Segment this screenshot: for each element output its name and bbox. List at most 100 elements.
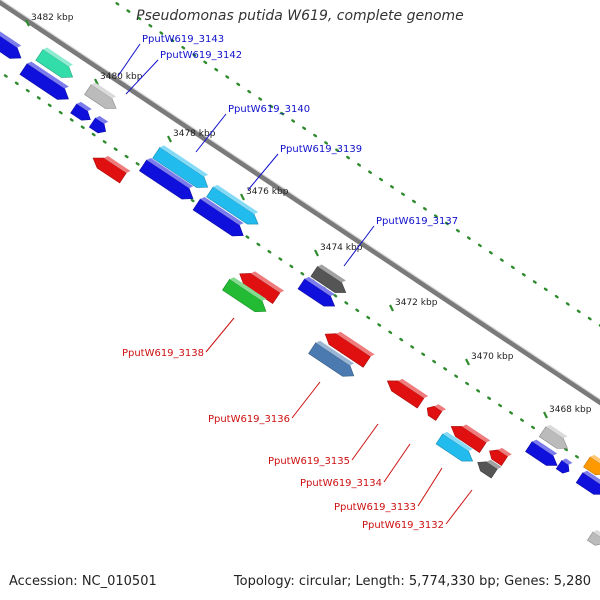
scale-tick — [291, 119, 296, 123]
scale-tick — [443, 367, 448, 371]
gene-label-group: PputW619_3138 — [122, 317, 235, 359]
scale-tick — [554, 294, 559, 299]
gene-arrow — [525, 439, 558, 466]
scale-tick — [102, 140, 107, 144]
scale-tick — [258, 97, 263, 101]
gene-arrow — [84, 82, 117, 109]
major-tick — [314, 249, 319, 257]
gene-label-group: PputW619_3139 — [247, 144, 362, 191]
gene-arrow — [139, 157, 194, 200]
gene-arrow — [575, 470, 600, 495]
scale-tick — [245, 235, 250, 239]
scale-tick — [148, 23, 153, 28]
scale-tick — [366, 315, 371, 320]
scale-tick — [400, 192, 405, 196]
scale-tick — [115, 2, 120, 6]
leader-line — [117, 43, 141, 77]
gene-label-group: PputW619_3137 — [343, 216, 458, 267]
scale-tick — [432, 359, 437, 364]
kbp-label: 3476 kbp — [246, 187, 289, 197]
scale-tick — [58, 110, 63, 115]
gene-label: PputW619_3140 — [228, 104, 310, 115]
gene-label: PputW619_3135 — [268, 456, 350, 467]
gene-label-group: PputW619_3142 — [125, 50, 242, 95]
gene-arrow — [489, 447, 512, 466]
scale-tick — [203, 60, 208, 65]
gene-arrow — [35, 47, 74, 78]
scale-tick — [477, 243, 482, 248]
scale-tick — [543, 287, 548, 292]
gene-arrow — [92, 156, 131, 184]
gene-label: PputW619_3132 — [362, 520, 444, 531]
scale-tick — [388, 330, 393, 335]
kbp-label: 3478 kbp — [173, 129, 216, 139]
scale-tick — [269, 104, 274, 109]
gene-arrow — [310, 264, 347, 293]
scale-tick — [190, 198, 195, 203]
scale-tick — [357, 163, 362, 167]
gene-arrow — [192, 197, 244, 237]
leader-line — [195, 113, 227, 153]
scale-tick — [587, 316, 592, 321]
major-tick — [389, 304, 394, 312]
genome-summary-label: Topology: circular; Length: 5,774,330 bp… — [233, 574, 591, 589]
upper-tick-row — [115, 2, 600, 327]
scale-tick — [300, 271, 305, 276]
scale-tick — [335, 148, 340, 152]
major-tick — [167, 135, 172, 143]
kbp-label: 3474 kbp — [320, 243, 363, 253]
scale-tick — [531, 425, 536, 430]
scale-tick — [289, 264, 294, 269]
gene-arrow — [70, 101, 92, 121]
gene-arrow — [308, 340, 355, 377]
scale-tick — [124, 154, 129, 159]
major-tick — [25, 19, 30, 27]
scale-tick — [192, 53, 197, 57]
scale-tick — [302, 126, 307, 130]
gene-label: PputW619_3133 — [334, 502, 416, 513]
kbp-label: 3482 kbp — [31, 13, 74, 23]
scale-tick — [466, 236, 471, 240]
scale-tick — [36, 96, 41, 100]
scale-tick — [465, 381, 470, 386]
scale-tick — [521, 272, 526, 277]
kbp-label: 3470 kbp — [471, 352, 514, 362]
scale-tick — [256, 242, 261, 247]
scale-tick — [324, 141, 329, 145]
scale-tick — [509, 411, 514, 415]
gene-arrow — [324, 331, 375, 368]
leader-line — [351, 423, 379, 461]
scale-tick — [3, 74, 8, 78]
scale-tick — [576, 309, 581, 314]
scale-tick — [267, 249, 272, 254]
scale-tick — [532, 280, 537, 284]
scale-tick — [422, 207, 427, 211]
scale-tick — [421, 352, 426, 356]
gene-arrow — [0, 30, 22, 59]
scale-tick — [137, 16, 142, 21]
scale-tick — [170, 38, 175, 43]
leader-line — [125, 59, 159, 95]
gene-arrow — [19, 61, 69, 100]
gene-arrow — [435, 431, 474, 462]
scale-tick — [410, 345, 415, 349]
leader-line — [417, 467, 443, 507]
gene-label: PputW619_3137 — [376, 216, 458, 227]
scale-tick — [47, 103, 52, 108]
scale-tick — [389, 185, 394, 189]
scale-tick — [313, 133, 318, 138]
scale-tick — [488, 250, 493, 255]
gene-arrow — [297, 276, 336, 307]
gene-label: PputW619_3138 — [122, 348, 204, 359]
scale-tick — [399, 337, 404, 342]
scale-tick — [454, 374, 459, 378]
scale-tick — [574, 454, 579, 459]
accession-label: Accession: NC_010501 — [9, 574, 157, 589]
genome-backbone — [0, 0, 600, 406]
scale-tick — [476, 389, 481, 393]
gene-label-group: PputW619_3132 — [362, 489, 473, 531]
gene-label-group: PputW619_3134 — [300, 443, 411, 489]
gene-arrow — [477, 459, 502, 479]
gene-label: PputW619_3142 — [160, 50, 242, 61]
kbp-label: 3468 kbp — [549, 405, 592, 415]
